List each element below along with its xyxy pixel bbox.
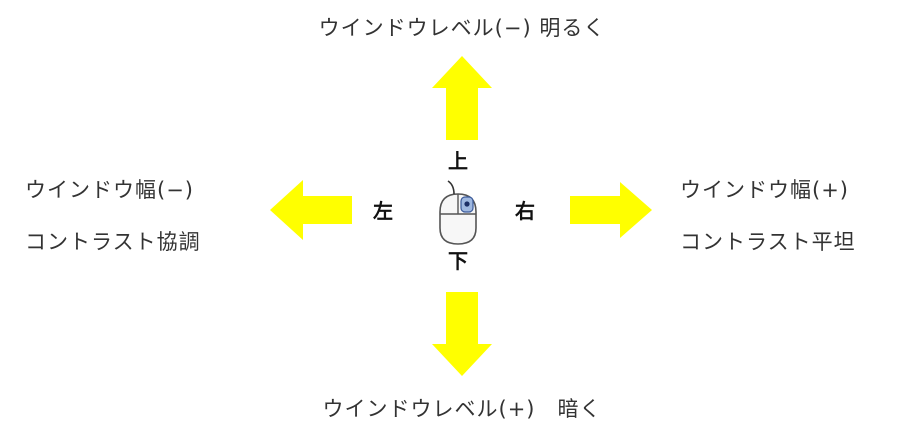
direction-right-label: 右: [515, 199, 535, 223]
arrow-left-icon: [270, 180, 352, 240]
right-label-line1: ウインドウ幅(+): [680, 178, 849, 202]
left-label-line2: コントラスト協調: [25, 230, 201, 254]
arrow-down-icon: [432, 292, 492, 376]
bottom-label: ウインドウレベル(+) 暗く: [322, 397, 602, 421]
mouse-icon: [439, 180, 477, 245]
direction-down-label: 下: [448, 249, 468, 273]
arrow-right-icon: [570, 182, 652, 238]
left-label-line1: ウインドウ幅(−): [25, 178, 194, 202]
arrow-up-icon: [432, 56, 492, 140]
top-label: ウインドウレベル(−) 明るく: [318, 16, 606, 40]
direction-up-label: 上: [448, 149, 468, 173]
right-label-line2: コントラスト平坦: [680, 230, 856, 254]
direction-left-label: 左: [373, 199, 393, 223]
